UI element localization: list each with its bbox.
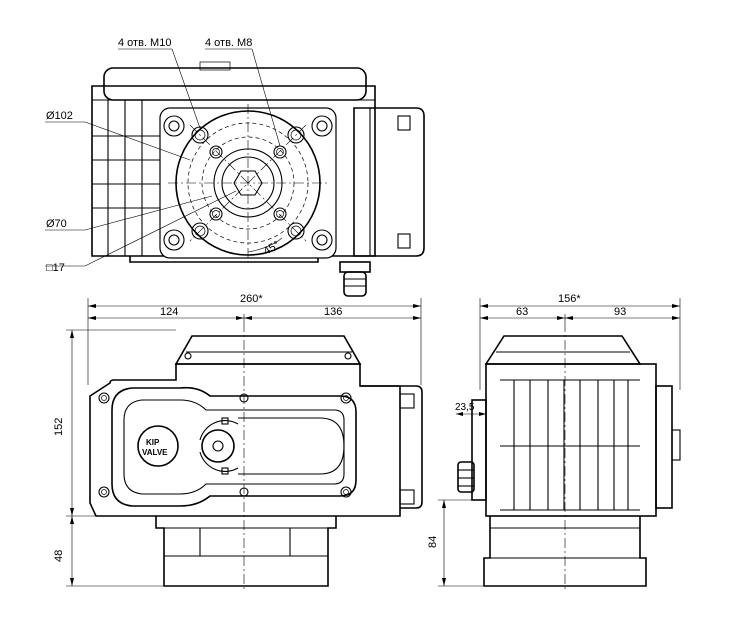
m8-holes xyxy=(209,145,287,221)
label-dia-70: Ø70 xyxy=(46,218,67,230)
side-ribs xyxy=(500,379,640,511)
front-screws xyxy=(98,392,352,498)
flange-corner-bolts xyxy=(163,115,333,251)
dim-side-height: 84 xyxy=(427,536,439,548)
position-indicator xyxy=(199,417,239,475)
top-cover xyxy=(103,67,367,101)
front-adaptor xyxy=(155,516,337,587)
front-faceplate xyxy=(111,386,357,507)
brand-logo: KIP VALVE xyxy=(137,425,179,467)
dim-left-width: 124 xyxy=(160,306,178,318)
dim-height-48: 48 xyxy=(53,550,65,562)
dim-right-width: 136 xyxy=(324,306,342,318)
side-cover xyxy=(484,335,642,365)
dim-total-width: 260* xyxy=(240,293,263,305)
svg-text:VALVE: VALVE xyxy=(142,448,168,457)
label-square-17: □17 xyxy=(46,262,65,274)
hex-shaft xyxy=(233,170,263,196)
side-body xyxy=(485,363,657,517)
front-view: 260* 124 136 KIP VALVE xyxy=(53,293,423,590)
label-holes-m10: 4 отв. М10 xyxy=(118,37,171,49)
dim-side-offset: 23,5 xyxy=(455,402,475,413)
label-holes-m8: 4 отв. М8 xyxy=(205,37,252,49)
dim-side-total: 156* xyxy=(558,293,581,305)
side-view: 156* 63 93 xyxy=(427,293,681,590)
dim-side-left: 63 xyxy=(516,306,528,318)
m10-holes xyxy=(191,126,305,240)
dim-height-152: 152 xyxy=(53,418,65,436)
top-view: 4 отв. М10 4 отв. М8 Ø102 Ø70 □17 45° xyxy=(45,37,425,297)
label-dia-102: Ø102 xyxy=(46,110,73,122)
cooling-fins xyxy=(92,100,160,256)
cable-gland xyxy=(339,261,371,297)
side-cable-gland xyxy=(457,461,475,493)
front-cover xyxy=(174,335,362,365)
dim-side-right: 93 xyxy=(614,306,626,318)
terminal-box xyxy=(353,107,425,257)
front-housing xyxy=(89,363,401,517)
svg-text:KIP: KIP xyxy=(146,438,160,447)
